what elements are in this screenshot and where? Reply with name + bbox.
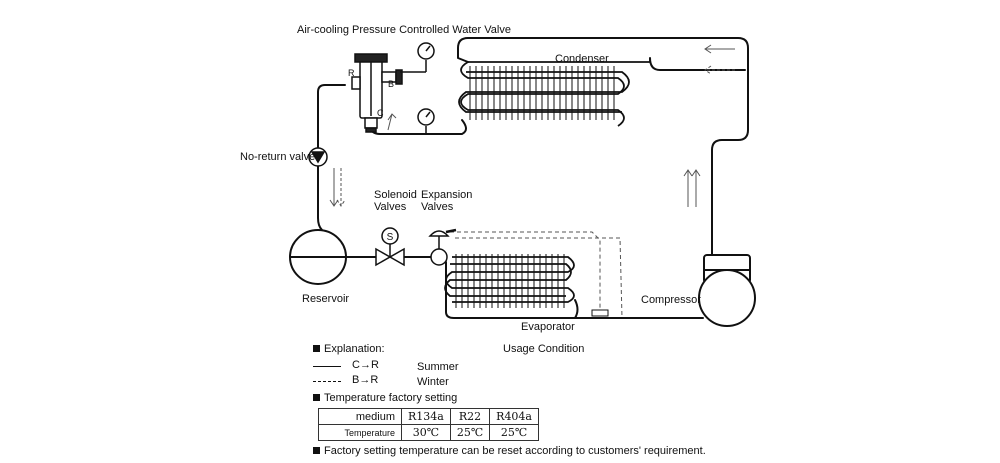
expansion-valve <box>428 228 457 266</box>
condenser-coil <box>458 58 651 127</box>
water-valve-label: Air-cooling Pressure Controlled Water Va… <box>297 24 511 36</box>
factory-note: Factory setting temperature can be reset… <box>313 445 706 457</box>
table-row: Temperature 30℃ 25℃ 25℃ <box>318 424 539 441</box>
discharge-pipe <box>457 37 749 259</box>
bullet-square-icon <box>313 447 320 454</box>
legend-condition-winter: Winter <box>417 376 449 388</box>
explanation-heading: Explanation: <box>313 343 385 355</box>
bullet-square-icon <box>313 394 320 401</box>
solenoid-symbol: S <box>387 232 394 243</box>
suction-pipe <box>574 299 579 319</box>
sensing-line <box>450 231 623 319</box>
condenser-label: Condenser <box>555 53 609 65</box>
usage-condition-heading: Usage Condition <box>503 343 585 355</box>
dashed-line-icon <box>313 381 341 382</box>
temperature-title: Temperature factory setting <box>324 392 458 404</box>
liquid-line-lower <box>317 165 323 231</box>
solenoid-valve <box>375 227 405 267</box>
legend-code-summer: C→R <box>352 359 379 371</box>
evaporator-outlet-pipe <box>445 261 704 319</box>
factory-note-text: Factory setting temperature can be reset… <box>324 445 706 457</box>
condenser-return-pipe <box>649 57 746 71</box>
expansion-valves-label: Expansion Valves <box>421 189 473 213</box>
table-cell: 25℃ <box>489 424 539 441</box>
port-b-label: B <box>388 79 395 89</box>
reservoir <box>289 229 347 285</box>
evaporator-label: Evaporator <box>521 321 575 333</box>
legend-code-winter: B→R <box>352 374 379 386</box>
compressor <box>698 254 756 327</box>
water-valve <box>351 53 403 133</box>
table-cell: 25℃ <box>449 424 491 441</box>
compressor-label: Compressor <box>641 294 701 306</box>
table-cell: 30℃ <box>401 424 451 441</box>
sensing-bulb <box>591 309 609 317</box>
evaporator-coil <box>444 254 575 308</box>
temperature-table: medium R134a R22 R404a Temperature 30℃ 2… <box>318 408 539 441</box>
no-return-valve-label: No-return valve <box>240 151 316 163</box>
table-cell: R134a <box>401 408 451 425</box>
table-header-medium: medium <box>318 408 402 425</box>
no-return-valve <box>308 147 328 167</box>
pressure-gauge-top <box>400 42 435 73</box>
table-header-temperature: Temperature <box>318 424 402 441</box>
pressure-gauge-bottom <box>417 108 435 134</box>
temperature-heading: Temperature factory setting <box>313 392 457 404</box>
condenser-outlet-pipe <box>369 119 467 135</box>
bullet-square-icon <box>313 345 320 352</box>
port-r-label: R <box>348 68 355 78</box>
port-c-label: C <box>377 108 384 118</box>
liquid-line <box>317 84 346 149</box>
reservoir-label: Reservoir <box>302 293 350 305</box>
solenoid-valves-label: Solenoid Valves <box>374 189 417 213</box>
table-cell: R22 <box>449 408 491 425</box>
explanation-title: Explanation: <box>324 343 385 355</box>
table-row: medium R134a R22 R404a <box>318 408 539 425</box>
legend-condition-summer: Summer <box>417 361 459 373</box>
flow-arrows <box>329 44 735 207</box>
solid-line-icon <box>313 366 341 367</box>
table-cell: R404a <box>489 408 539 425</box>
